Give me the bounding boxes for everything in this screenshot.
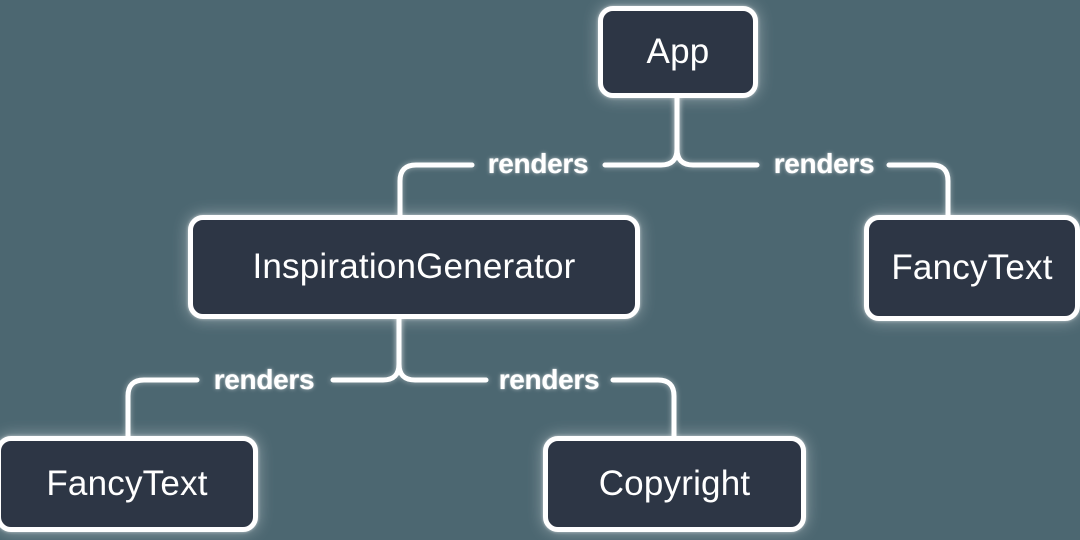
node-copyright: Copyright: [543, 436, 806, 532]
node-fancy-text-left-label: FancyText: [46, 464, 208, 503]
connector-app-to-fancytext: [674, 95, 951, 218]
edge-label-renders-app-fancytext: renders: [773, 148, 875, 179]
connector-inspirationgenerator-to-copyright: [396, 316, 677, 439]
node-inspiration-generator-label: InspirationGenerator: [252, 247, 576, 286]
edge-label-renders-inspiration-copyright: renders: [498, 364, 600, 395]
node-inspiration-generator: InspirationGenerator: [188, 215, 640, 319]
edge-label-renders-app-inspiration: renders: [487, 148, 589, 179]
node-fancy-text-right-label: FancyText: [891, 248, 1053, 287]
node-fancy-text-right: FancyText: [864, 215, 1080, 321]
edge-label-renders-inspiration-fancytext: renders: [213, 364, 315, 395]
node-fancy-text-left: FancyText: [0, 436, 258, 532]
node-app: App: [598, 6, 758, 98]
node-app-label: App: [646, 32, 710, 71]
node-copyright-label: Copyright: [598, 464, 751, 503]
